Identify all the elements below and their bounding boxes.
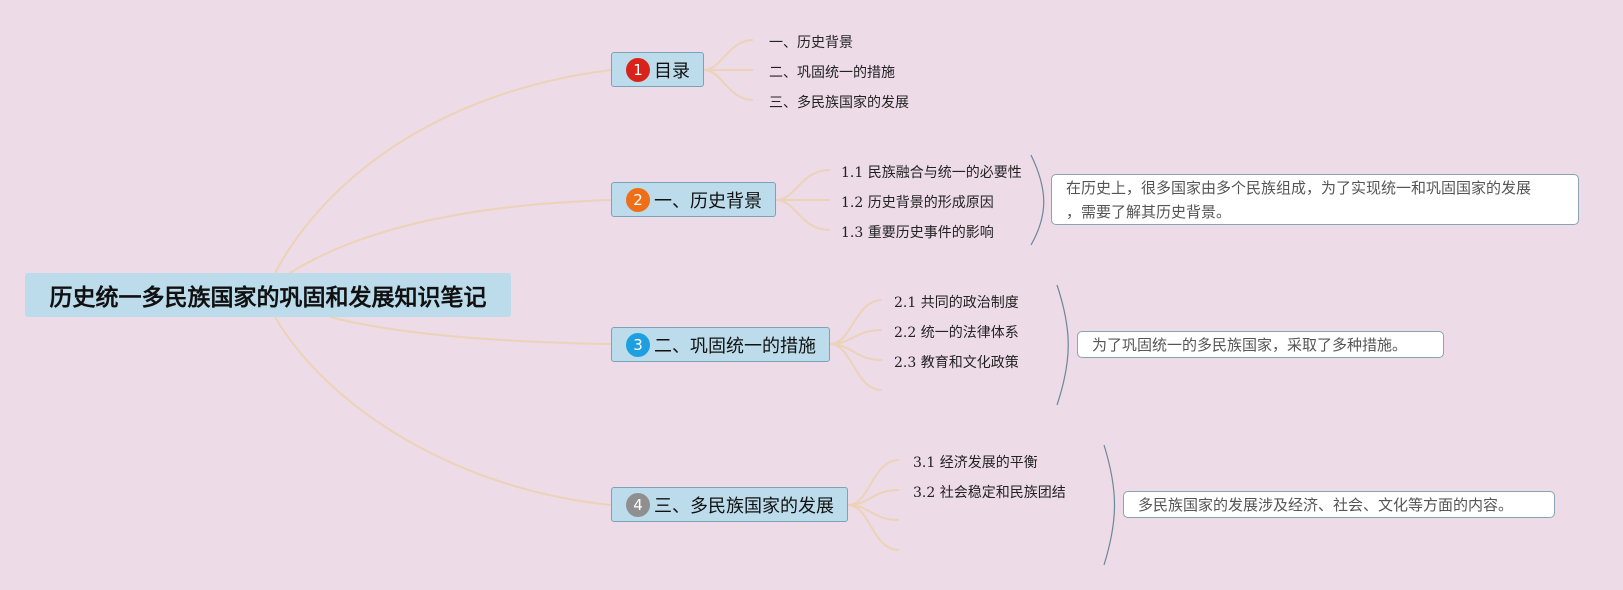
subtopic-item[interactable]: 二、巩固统一的措施 — [769, 65, 895, 81]
subtopic-item[interactable]: 2.1 共同的政治制度 — [894, 295, 1019, 311]
connector-t1-c3 — [703, 69, 754, 101]
topic-label: 一、历史背景 — [654, 190, 762, 212]
subtopic-item[interactable]: 一、历史背景 — [769, 35, 853, 51]
note-text: 多民族国家的发展涉及经济、社会、文化等方面的内容。 — [1138, 496, 1514, 514]
topic-label: 二、巩固统一的措施 — [654, 335, 816, 357]
root-node[interactable]: 历史统一多民族国家的巩固和发展知识笔记 — [25, 273, 511, 317]
number-1-icon: 1 — [626, 57, 650, 82]
subtopic-item[interactable]: 2.2 统一的法律体系 — [894, 325, 1019, 341]
connector-root-topic-1 — [274, 69, 612, 274]
connector-t3-c4 — [829, 343, 883, 391]
brace-topic-4 — [1103, 444, 1116, 566]
connector-root-topic-3 — [329, 316, 612, 345]
note-topic-2[interactable]: 在历史上，很多国家由多个民族组成，为了实现统一和巩固国家的发展 ，需要了解其历史… — [1051, 174, 1579, 225]
note-line: 在历史上，很多国家由多个民族组成，为了实现统一和巩固国家的发展 — [1066, 179, 1532, 197]
connector-t2-c1 — [775, 169, 831, 201]
topic-label: 三、多民族国家的发展 — [654, 495, 834, 517]
subtopic-item[interactable]: 三、多民族国家的发展 — [769, 95, 909, 111]
root-title: 历史统一多民族国家的巩固和发展知识笔记 — [49, 285, 487, 311]
number-3-icon: 3 — [626, 332, 650, 357]
note-line: ，需要了解其历史背景。 — [1066, 203, 1232, 221]
topic-node-4[interactable]: 4 三、多民族国家的发展 — [611, 487, 848, 522]
subtopic-item[interactable]: 3.2 社会稳定和民族团结 — [913, 485, 1066, 501]
note-text: 为了巩固统一的多民族国家，采取了多种措施。 — [1092, 336, 1408, 354]
topic-node-1[interactable]: 1 目录 — [611, 52, 704, 87]
subtopic-item[interactable]: 1.1 民族融合与统一的必要性 — [841, 165, 1022, 181]
connector-t3-c1 — [829, 299, 883, 345]
brace-topic-2 — [1030, 154, 1045, 246]
note-topic-3[interactable]: 为了巩固统一的多民族国家，采取了多种措施。 — [1077, 331, 1444, 358]
topic-node-3[interactable]: 3 二、巩固统一的措施 — [611, 327, 830, 362]
subtopic-item[interactable]: 2.3 教育和文化政策 — [894, 355, 1019, 371]
note-topic-4[interactable]: 多民族国家的发展涉及经济、社会、文化等方面的内容。 — [1123, 491, 1555, 518]
number-4-icon: 4 — [626, 492, 650, 517]
subtopic-item[interactable]: 1.2 历史背景的形成原因 — [841, 195, 994, 211]
connector-t4-c4 — [847, 504, 900, 551]
connector-t2-c3 — [775, 199, 831, 231]
number-2-icon: 2 — [626, 187, 650, 212]
subtopic-item[interactable]: 3.1 经济发展的平衡 — [913, 455, 1038, 471]
subtopic-item[interactable]: 1.3 重要历史事件的影响 — [841, 225, 994, 241]
connector-t1-c1 — [703, 39, 754, 71]
connector-root-topic-4 — [274, 316, 612, 506]
topic-label: 目录 — [654, 60, 690, 82]
connector-t4-c1 — [847, 459, 900, 506]
brace-topic-3 — [1056, 284, 1069, 406]
connector-root-topic-2 — [289, 199, 612, 274]
topic-node-2[interactable]: 2 一、历史背景 — [611, 182, 776, 217]
